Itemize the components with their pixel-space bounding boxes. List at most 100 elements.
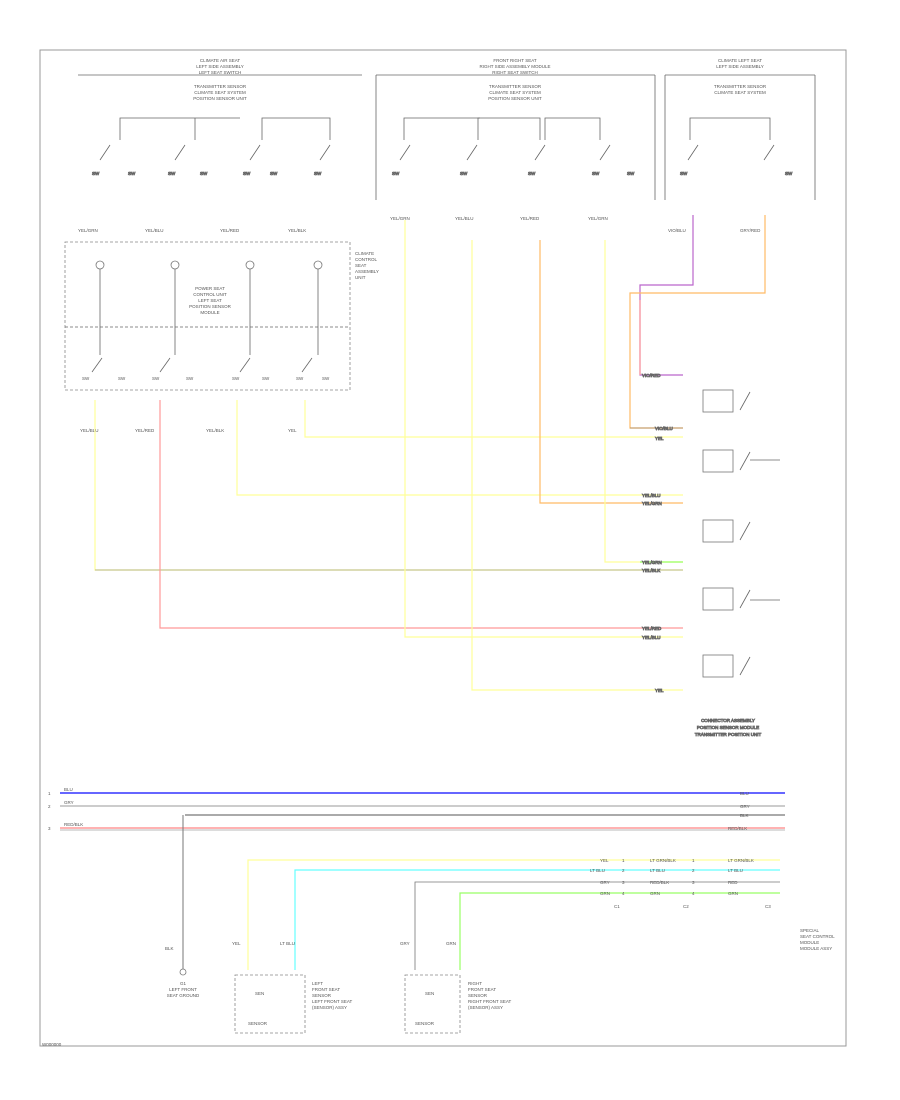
block2-label-2: CLIMATE SEAT SYSTEM xyxy=(489,90,541,95)
wire-orange-1 xyxy=(539,240,683,504)
svg-text:RED/BLK: RED/BLK xyxy=(64,822,83,827)
svg-text:YEL/RED: YEL/RED xyxy=(520,216,540,221)
svg-text:RED/BLK: RED/BLK xyxy=(650,880,669,885)
svg-text:YEL/BLU: YEL/BLU xyxy=(455,216,474,221)
svg-text:1: 1 xyxy=(622,858,625,863)
block1-label-2: CLIMATE SEAT SYSTEM xyxy=(194,90,246,95)
svg-text:YEL/GRN: YEL/GRN xyxy=(390,216,410,221)
svg-text:BLK: BLK xyxy=(165,946,174,951)
left-sensor-box xyxy=(234,974,306,1034)
block3-title-1: CLIMATE LEFT SEAT xyxy=(718,58,762,63)
svg-text:SW: SW xyxy=(232,376,240,381)
ground-symbol xyxy=(179,968,187,976)
svg-text:C2: C2 xyxy=(683,904,689,909)
block3-label-2: CLIMATE SEAT SYSTEM xyxy=(714,90,766,95)
upper-wires xyxy=(94,215,766,691)
svg-text:POSITION SENSOR MODULE: POSITION SENSOR MODULE xyxy=(697,725,759,730)
svg-text:YEL/RED: YEL/RED xyxy=(642,626,662,631)
svg-text:SW: SW xyxy=(296,376,304,381)
svg-text:BLK: BLK xyxy=(740,813,749,818)
svg-text:1: 1 xyxy=(48,791,51,796)
svg-text:YEL/BLU: YEL/BLU xyxy=(642,493,661,498)
svg-text:GRY: GRY xyxy=(400,941,410,946)
svg-text:4: 4 xyxy=(622,891,625,896)
svg-text:GRY: GRY xyxy=(600,880,610,885)
svg-text:MODULE: MODULE xyxy=(800,940,819,945)
svg-text:BLU: BLU xyxy=(740,791,749,796)
svg-text:YEL/GRN: YEL/GRN xyxy=(642,560,662,565)
svg-text:FRONT SEAT: FRONT SEAT xyxy=(312,987,340,992)
svg-text:LT BLU: LT BLU xyxy=(650,868,665,873)
wire-red-1 xyxy=(159,400,683,629)
svg-text:SW: SW xyxy=(392,171,400,176)
svg-text:SW: SW xyxy=(314,171,322,176)
svg-text:RIGHT FRONT SEAT: RIGHT FRONT SEAT xyxy=(468,999,512,1004)
svg-text:SPECIAL: SPECIAL xyxy=(800,928,820,933)
bus-section: 1 2 3 BLU GRY RED/BLK BLU GRY BLK RED/BL… xyxy=(48,787,785,970)
svg-text:YEL: YEL xyxy=(232,941,241,946)
svg-text:SW: SW xyxy=(186,376,194,381)
svg-text:SENSOR: SENSOR xyxy=(415,1021,435,1026)
block3-label-1: TRANSMITTER SENSOR xyxy=(714,84,767,89)
svg-text:RIGHT: RIGHT xyxy=(468,981,482,986)
svg-text:ASSEMBLY: ASSEMBLY xyxy=(355,269,379,274)
svg-text:2: 2 xyxy=(622,868,625,873)
svg-text:UNIT: UNIT xyxy=(355,275,366,280)
top-section: CLIMATE AIR SEAT LEFT SIDE ASSEMBLY LEFT… xyxy=(78,58,816,233)
svg-text:GRY/RED: GRY/RED xyxy=(740,228,761,233)
svg-text:SENSOR: SENSOR xyxy=(248,1021,268,1026)
block1-label-1: TRANSMITTER SENSOR xyxy=(194,84,247,89)
svg-text:3: 3 xyxy=(48,826,51,831)
svg-text:SW: SW xyxy=(627,171,635,176)
block1-title-2: LEFT SIDE ASSEMBLY xyxy=(196,64,244,69)
svg-text:2: 2 xyxy=(48,804,51,809)
svg-text:SEN: SEN xyxy=(255,991,264,996)
svg-text:POSITION SENSOR: POSITION SENSOR xyxy=(189,304,232,309)
svg-text:YEL: YEL xyxy=(600,858,609,863)
block3-title-2: LEFT SIDE ASSEMBLY xyxy=(716,64,764,69)
svg-text:SW: SW xyxy=(168,171,176,176)
svg-text:VIO/RED: VIO/RED xyxy=(642,373,661,378)
svg-text:YEL/GRN: YEL/GRN xyxy=(78,228,98,233)
svg-text:LT BLU: LT BLU xyxy=(590,868,605,873)
svg-text:YEL/BLK: YEL/BLK xyxy=(642,568,660,573)
svg-text:SW: SW xyxy=(152,376,160,381)
svg-text:SW: SW xyxy=(592,171,600,176)
svg-text:2: 2 xyxy=(692,868,695,873)
svg-text:CONTROL UNIT: CONTROL UNIT xyxy=(193,292,227,297)
wire-yellow-4 xyxy=(404,220,683,638)
svg-text:YEL/GRN: YEL/GRN xyxy=(642,501,662,506)
svg-text:SW: SW xyxy=(128,171,136,176)
svg-text:FRONT SEAT: FRONT SEAT xyxy=(468,987,496,992)
svg-text:YEL: YEL xyxy=(655,688,664,693)
block1-label-3: POSITION SENSOR UNIT xyxy=(193,96,247,101)
svg-text:C3: C3 xyxy=(765,904,771,909)
svg-text:YEL/BLU: YEL/BLU xyxy=(80,428,99,433)
svg-text:YEL: YEL xyxy=(655,436,664,441)
svg-text:CLIMATE: CLIMATE xyxy=(355,251,374,256)
svg-text:1: 1 xyxy=(692,858,695,863)
svg-text:LEFT SEAT: LEFT SEAT xyxy=(198,298,222,303)
wire-yellow-1 xyxy=(94,400,683,571)
wire-yellow-3 xyxy=(304,400,683,438)
top-switches: SW SW SW SW SW SW SW SW SW SW SW SW SW S… xyxy=(92,117,793,176)
svg-text:C1: C1 xyxy=(614,904,620,909)
svg-text:LT BLU: LT BLU xyxy=(728,868,743,873)
block1-title-1: CLIMATE AIR SEAT xyxy=(200,58,241,63)
seat-control-module: POWER SEAT CONTROL UNIT LEFT SEAT POSITI… xyxy=(64,241,379,433)
svg-text:GRN: GRN xyxy=(446,941,456,946)
wire-yellow-5 xyxy=(471,240,683,691)
svg-text:LEFT: LEFT xyxy=(312,981,323,986)
svg-text:GRN: GRN xyxy=(728,891,738,896)
svg-text:LT GRN/BLK: LT GRN/BLK xyxy=(650,858,676,863)
svg-text:SW: SW xyxy=(460,171,468,176)
svg-text:TRANSMITTER POSITION UNIT: TRANSMITTER POSITION UNIT xyxy=(695,732,762,737)
svg-text:YEL/BLU: YEL/BLU xyxy=(642,635,661,640)
svg-text:G1: G1 xyxy=(180,981,187,986)
svg-text:SEAT: SEAT xyxy=(355,263,367,268)
svg-text:SW: SW xyxy=(322,376,330,381)
svg-text:YEL/BLK: YEL/BLK xyxy=(288,228,306,233)
svg-text:LT GRN/BLK: LT GRN/BLK xyxy=(728,858,754,863)
svg-text:SEAT GROUND: SEAT GROUND xyxy=(167,993,200,998)
svg-text:YEL/RED: YEL/RED xyxy=(135,428,155,433)
